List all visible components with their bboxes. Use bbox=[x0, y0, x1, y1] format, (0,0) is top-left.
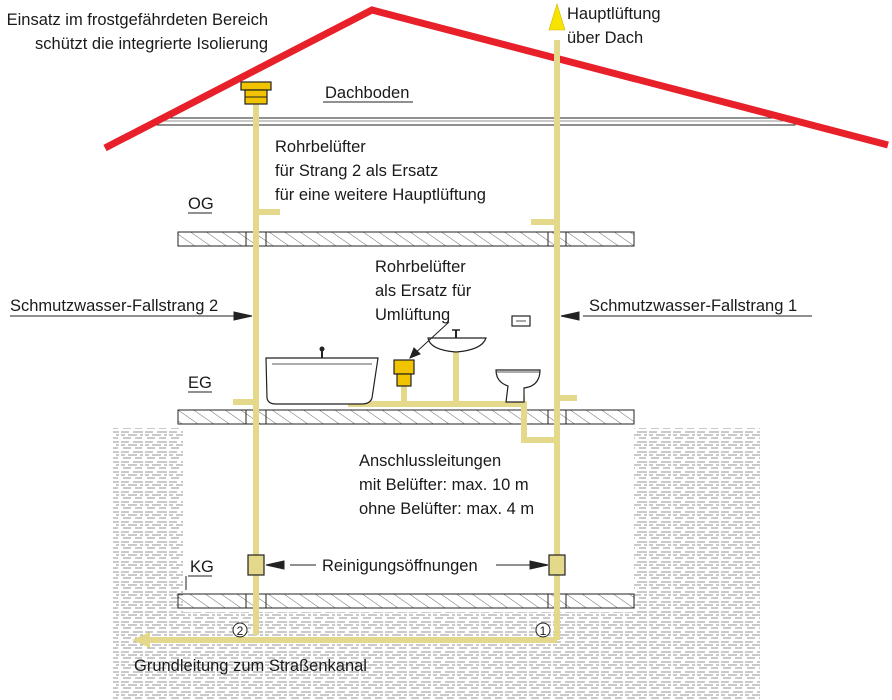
eg-vent-valve bbox=[393, 359, 415, 387]
cleaning-label: Reinigungsöffnungen bbox=[322, 557, 478, 575]
marker-1: 1 bbox=[535, 622, 551, 638]
toilet bbox=[495, 369, 541, 403]
slab-cutouts bbox=[245, 232, 567, 608]
main-line-label: Grundleitung zum Straßenkanal bbox=[134, 657, 367, 675]
attic-vent-valve bbox=[240, 81, 272, 105]
attic-slab bbox=[156, 117, 796, 126]
vent-strand2-line1: Rohrbelüfter bbox=[275, 138, 366, 156]
bathtub bbox=[265, 346, 379, 405]
vent-umlueft-line1: Rohrbelüfter bbox=[375, 258, 466, 276]
label-underlines bbox=[185, 101, 413, 590]
floor-slab-eg bbox=[177, 409, 635, 425]
soil-area bbox=[113, 428, 760, 700]
floor-slab-kg bbox=[177, 593, 635, 609]
marker-2-label: 2 bbox=[237, 624, 244, 638]
floor-label-kg: KG bbox=[190, 558, 214, 576]
marker-2: 2 bbox=[232, 622, 248, 638]
floor-label-eg: EG bbox=[188, 374, 212, 392]
stack-2-label: Schmutzwasser-Fallstrang 2 bbox=[10, 297, 218, 315]
marker-1-label: 1 bbox=[540, 624, 547, 638]
stack-1-label: Schmutzwasser-Fallstrang 1 bbox=[589, 297, 797, 315]
ground-line-arrow bbox=[132, 632, 150, 648]
floor-label-og: OG bbox=[188, 195, 214, 213]
vent-umlueft-line3: Umlüftung bbox=[375, 306, 450, 324]
leader-lines bbox=[10, 311, 812, 570]
frost-note-line2: schützt die integrierte Isolierung bbox=[35, 35, 268, 53]
pipe-network bbox=[148, 40, 577, 643]
connection-line3: ohne Belüfter: max. 4 m bbox=[359, 500, 534, 518]
connection-pipe bbox=[348, 401, 557, 443]
vent-umlueft-line2: als Ersatz für bbox=[375, 282, 472, 300]
vent-strand2-line2: für Strang 2 als Ersatz bbox=[275, 162, 438, 180]
cleaning-opening-2 bbox=[247, 554, 265, 576]
connection-line2: mit Belüfter: max. 10 m bbox=[359, 476, 529, 494]
main-vent-line2: über Dach bbox=[567, 29, 643, 47]
main-vent-line1: Hauptlüftung bbox=[567, 5, 661, 23]
floor-slab-og bbox=[177, 231, 635, 247]
cleaning-opening-1 bbox=[548, 554, 566, 576]
roof bbox=[103, 6, 889, 152]
vent-strand2-line3: für eine weitere Hauptlüftung bbox=[275, 186, 486, 204]
frost-note-line1: Einsatz im frostgefährdeten Bereich bbox=[7, 11, 268, 29]
washbasin bbox=[427, 329, 487, 353]
attic-label: Dachboden bbox=[325, 84, 409, 102]
main-vent-arrow bbox=[548, 2, 566, 31]
connection-line1: Anschlussleitungen bbox=[359, 452, 501, 470]
